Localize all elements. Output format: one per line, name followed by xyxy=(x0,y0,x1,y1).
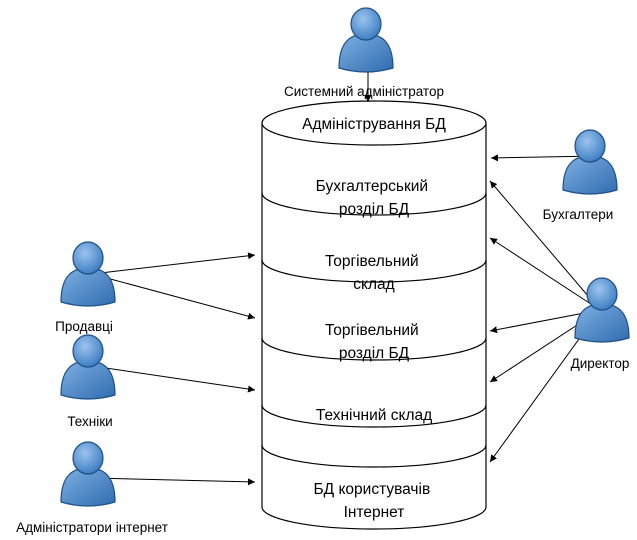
arrow-sellers-to-trade-warehouse xyxy=(91,252,256,275)
actor-head xyxy=(350,7,382,41)
segment-technical-warehouse: Технічний склад xyxy=(316,407,432,424)
actor-body xyxy=(338,33,394,73)
label-sellers: Продавці xyxy=(55,319,113,334)
segment-divider xyxy=(261,444,487,468)
actor-sellers-icon xyxy=(60,241,116,307)
arrow-webadmins-to-internet-users xyxy=(91,477,256,486)
segment-admin: Адміністрування БД xyxy=(302,116,446,133)
segment-divider xyxy=(261,259,487,283)
actor-body xyxy=(574,303,630,343)
segment-divider xyxy=(261,404,487,428)
segment-divider xyxy=(261,192,487,216)
label-sysadmin: Системний адміністратор xyxy=(284,84,444,99)
actor-web-admins-icon xyxy=(60,441,116,507)
actor-head xyxy=(72,241,104,275)
actor-head xyxy=(72,441,104,475)
actor-body xyxy=(60,360,116,400)
segment-trade-section: Торгівельний розділ БД xyxy=(325,322,423,362)
actor-body xyxy=(562,155,618,195)
actor-accountants-icon xyxy=(562,129,618,195)
segment-divider xyxy=(261,337,487,361)
cylinder-top xyxy=(261,100,487,146)
label-director: Директор xyxy=(571,356,630,371)
actors xyxy=(60,7,630,507)
actor-head xyxy=(574,129,606,163)
label-accountants: Бухгалтери xyxy=(543,207,614,222)
label-technicians: Техніки xyxy=(67,414,112,429)
actor-head xyxy=(72,334,104,368)
actor-head xyxy=(586,277,618,311)
arrow-sellers-to-trade-section xyxy=(91,273,256,320)
actor-director-icon xyxy=(574,277,630,343)
arrow-director-to-trade-warehouse xyxy=(489,237,601,311)
actor-technicians-icon xyxy=(60,334,116,400)
database-cylinder: Адміністрування БД Бухгалтерський розділ… xyxy=(261,100,487,530)
segment-accounting: Бухгалтерський розділ БД xyxy=(316,178,433,218)
arrow-director-to-accounting xyxy=(489,180,601,311)
segment-internet-users: БД користувачів Інтернет xyxy=(313,481,434,521)
arrow-technicians-to-technical xyxy=(91,365,256,393)
actor-sysadmin-icon xyxy=(338,7,394,73)
cylinder-body xyxy=(261,123,487,530)
label-web-admins: Адміністратори інтернет xyxy=(16,520,168,535)
actor-body xyxy=(60,467,116,507)
segment-trade-warehouse: Торгівельний склад xyxy=(325,253,423,293)
actor-body xyxy=(60,267,116,307)
